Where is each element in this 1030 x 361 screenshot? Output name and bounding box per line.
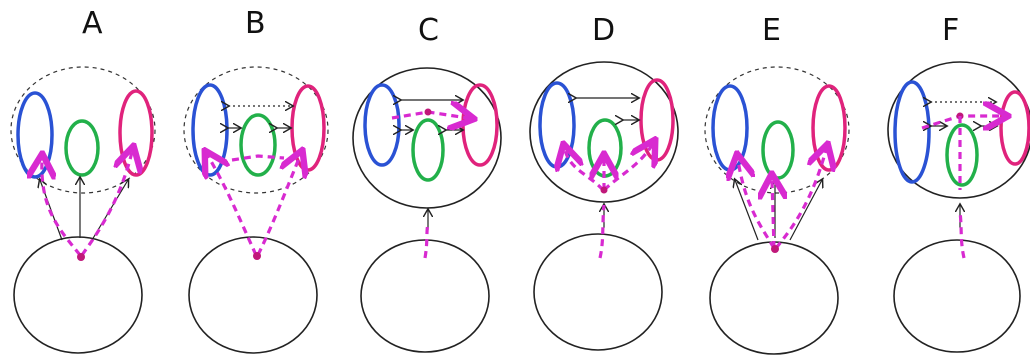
green-oval: [413, 120, 443, 180]
green-oval: [589, 120, 621, 176]
green-oval: [763, 122, 793, 178]
green-oval: [241, 115, 275, 175]
magenta-path-right: [604, 145, 652, 190]
blue-oval: [713, 86, 747, 170]
panel-label-d: D: [592, 13, 615, 48]
pink-oval: [813, 86, 845, 170]
blue-oval: [193, 85, 227, 175]
origin-dot: [77, 253, 85, 261]
panel-label-b: B: [245, 6, 266, 41]
blue-oval: [895, 82, 929, 182]
pink-oval: [120, 91, 152, 175]
panel-label-c: C: [418, 13, 439, 48]
origin-dot: [253, 252, 261, 260]
lower-circle: [189, 237, 317, 353]
magenta-path: [425, 224, 428, 258]
panel-d: D: [530, 13, 678, 350]
lower-circle: [534, 234, 662, 350]
magenta-path-center: [232, 156, 284, 160]
lower-circle: [710, 242, 838, 354]
magenta-path-center: [772, 180, 774, 248]
green-oval: [66, 121, 98, 175]
panel-a: A: [11, 6, 155, 353]
pink-oval: [292, 86, 324, 170]
panel-label-f: F: [942, 13, 959, 48]
panel-label-e: E: [762, 13, 781, 48]
pink-oval: [463, 85, 497, 165]
branch-dot: [601, 187, 608, 194]
panel-label-a: A: [82, 6, 103, 41]
blue-oval: [540, 83, 574, 167]
pink-oval: [1001, 92, 1029, 164]
magenta-path-right: [82, 152, 132, 255]
magenta-path-left: [565, 150, 603, 190]
green-oval: [947, 125, 977, 185]
magenta-path-left: [42, 160, 80, 255]
panel-f: F: [888, 13, 1030, 352]
arrow-left: [735, 180, 758, 240]
panel-b: B: [184, 6, 328, 353]
blue-oval: [18, 93, 52, 177]
magenta-path-right: [776, 150, 826, 248]
arrow-right: [790, 180, 822, 240]
panel-e: E: [705, 13, 849, 354]
branch-dot: [425, 109, 432, 116]
origin-dot: [771, 245, 779, 253]
pink-oval: [641, 80, 673, 160]
blue-oval: [365, 85, 399, 165]
magenta-path-lower: [960, 212, 964, 258]
lower-circle: [894, 240, 1020, 352]
panel-c: C: [353, 13, 501, 352]
